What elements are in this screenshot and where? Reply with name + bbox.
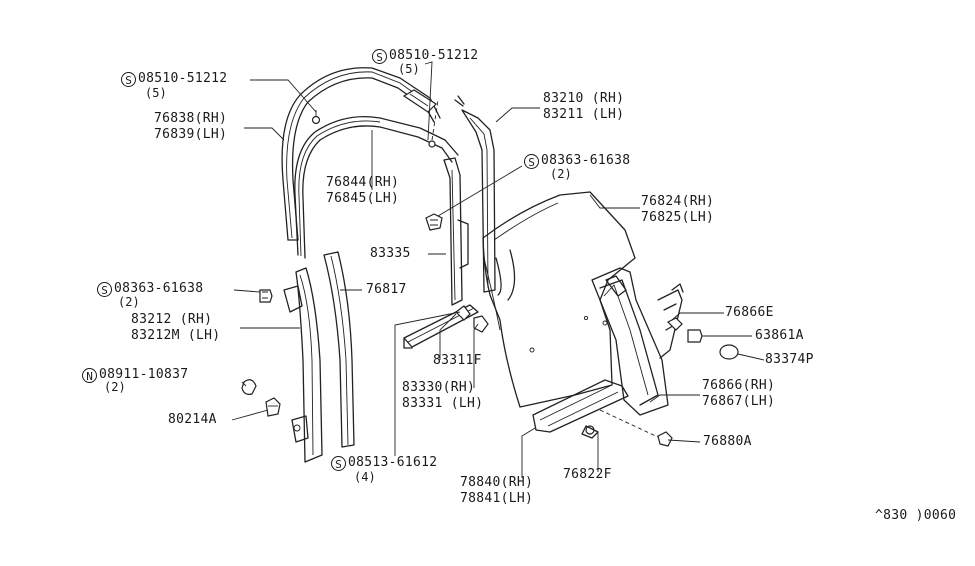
- part-label-76825: 76825(LH): [641, 210, 715, 225]
- screw-symbol: S: [121, 72, 136, 87]
- pillar-strip: [323, 251, 355, 448]
- part-label-80214a: 80214A: [168, 412, 217, 427]
- part-label-76817: 76817: [366, 282, 407, 297]
- center-pillar-seal: [443, 157, 469, 306]
- part-label-83311f: 83311F: [433, 353, 482, 368]
- part-label-83212: 83212 (RH): [131, 312, 213, 327]
- part-label-83335: 83335: [370, 246, 411, 261]
- part-label-76880a: 76880A: [703, 434, 752, 449]
- part-label-76844: 76844(RH): [326, 175, 400, 190]
- part-label-76824: 76824(RH): [641, 194, 715, 209]
- part-label-76866e: 76866E: [725, 305, 774, 320]
- inner-roof-weatherstrip: [294, 115, 459, 259]
- door-glass: [482, 191, 636, 408]
- quarter-window-frame: [591, 267, 684, 416]
- part-label-08363-left: 08363-61638: [114, 281, 204, 296]
- qty-label-08510-left: (5): [145, 86, 167, 100]
- part-label-83374p: 83374P: [765, 352, 814, 367]
- part-label-83212m: 83212M (LH): [131, 328, 221, 343]
- qty-label-08513: (4): [354, 470, 376, 484]
- screw-symbol: S: [372, 49, 387, 64]
- screw-symbol: S: [97, 282, 112, 297]
- part-label-08911: 08911-10837: [99, 367, 189, 382]
- part-label-08510-top: 08510-51212: [389, 48, 479, 63]
- qty-label-08911: (2): [104, 380, 126, 394]
- part-label-76866: 76866(RH): [702, 378, 776, 393]
- leader-lines: [231, 61, 765, 478]
- part-label-76845: 76845(LH): [326, 191, 400, 206]
- part-label-08363-right: 08363-61638: [541, 153, 631, 168]
- roof-clips: [311, 89, 439, 148]
- part-label-78840: 78840(RH): [460, 475, 534, 490]
- part-label-83330: 83330(RH): [402, 380, 476, 395]
- qty-label-08510-top: (5): [398, 62, 420, 76]
- front-pillar-trim: [283, 267, 323, 463]
- part-label-63861a: 63861A: [755, 328, 804, 343]
- part-label-78841: 78841(LH): [460, 491, 534, 506]
- part-label-83211: 83211 (LH): [543, 107, 625, 122]
- part-label-76822f: 76822F: [563, 467, 612, 482]
- qty-label-08363-right: (2): [550, 167, 572, 181]
- nut-symbol: N: [82, 368, 97, 383]
- part-label-08510-left: 08510-51212: [138, 71, 228, 86]
- part-label-76867: 76867(LH): [702, 394, 776, 409]
- part-label-83210: 83210 (RH): [543, 91, 625, 106]
- screw-symbol: S: [524, 154, 539, 169]
- qty-label-08363-left: (2): [118, 295, 140, 309]
- part-label-76839: 76839(LH): [154, 127, 228, 142]
- rear-pillar-trim: [454, 95, 496, 293]
- part-label-08513: 08513-61612: [348, 455, 438, 470]
- part-label-83331: 83331 (LH): [402, 396, 484, 411]
- fasteners: [241, 213, 739, 447]
- diagram-code: ^830 )0060: [875, 508, 957, 523]
- screw-symbol: S: [331, 456, 346, 471]
- sill-plate: [532, 379, 661, 439]
- part-label-76838: 76838(RH): [154, 111, 228, 126]
